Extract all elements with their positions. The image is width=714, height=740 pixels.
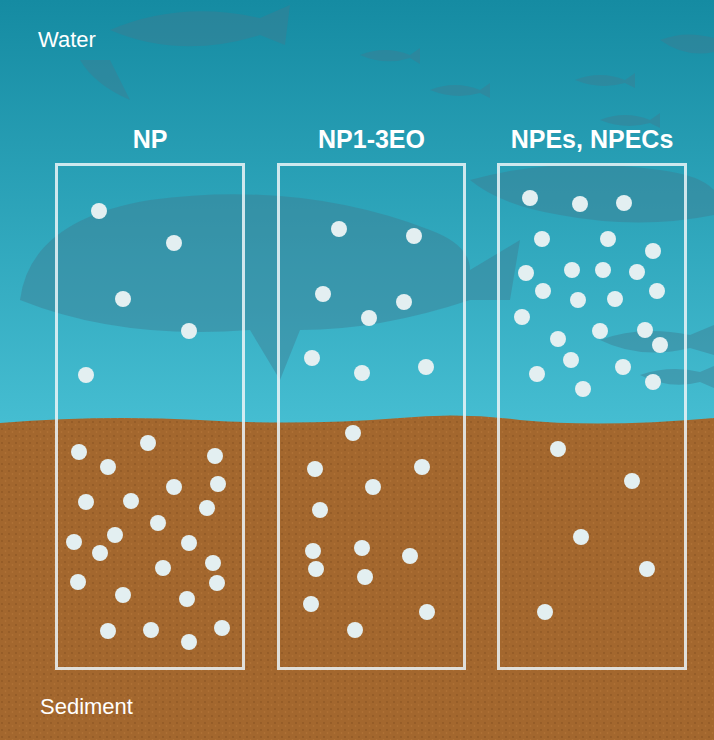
column-heading: NP1-3EO — [277, 124, 466, 154]
sediment-body — [0, 415, 714, 740]
column-heading: NPEs, NPECs — [497, 124, 687, 154]
sample-column: NP1-3EO — [277, 112, 466, 670]
water-body — [0, 0, 714, 430]
sample-column: NP — [55, 112, 245, 670]
water-label: Water — [38, 27, 96, 53]
fish-silhouettes — [20, 5, 714, 388]
particle-dots — [66, 190, 668, 650]
column-frame — [497, 163, 687, 670]
sediment-label: Sediment — [40, 694, 133, 720]
column-frame — [277, 163, 466, 670]
column-frame — [55, 163, 245, 670]
sample-column: NPEs, NPECs — [497, 112, 687, 670]
column-heading: NP — [55, 124, 245, 154]
